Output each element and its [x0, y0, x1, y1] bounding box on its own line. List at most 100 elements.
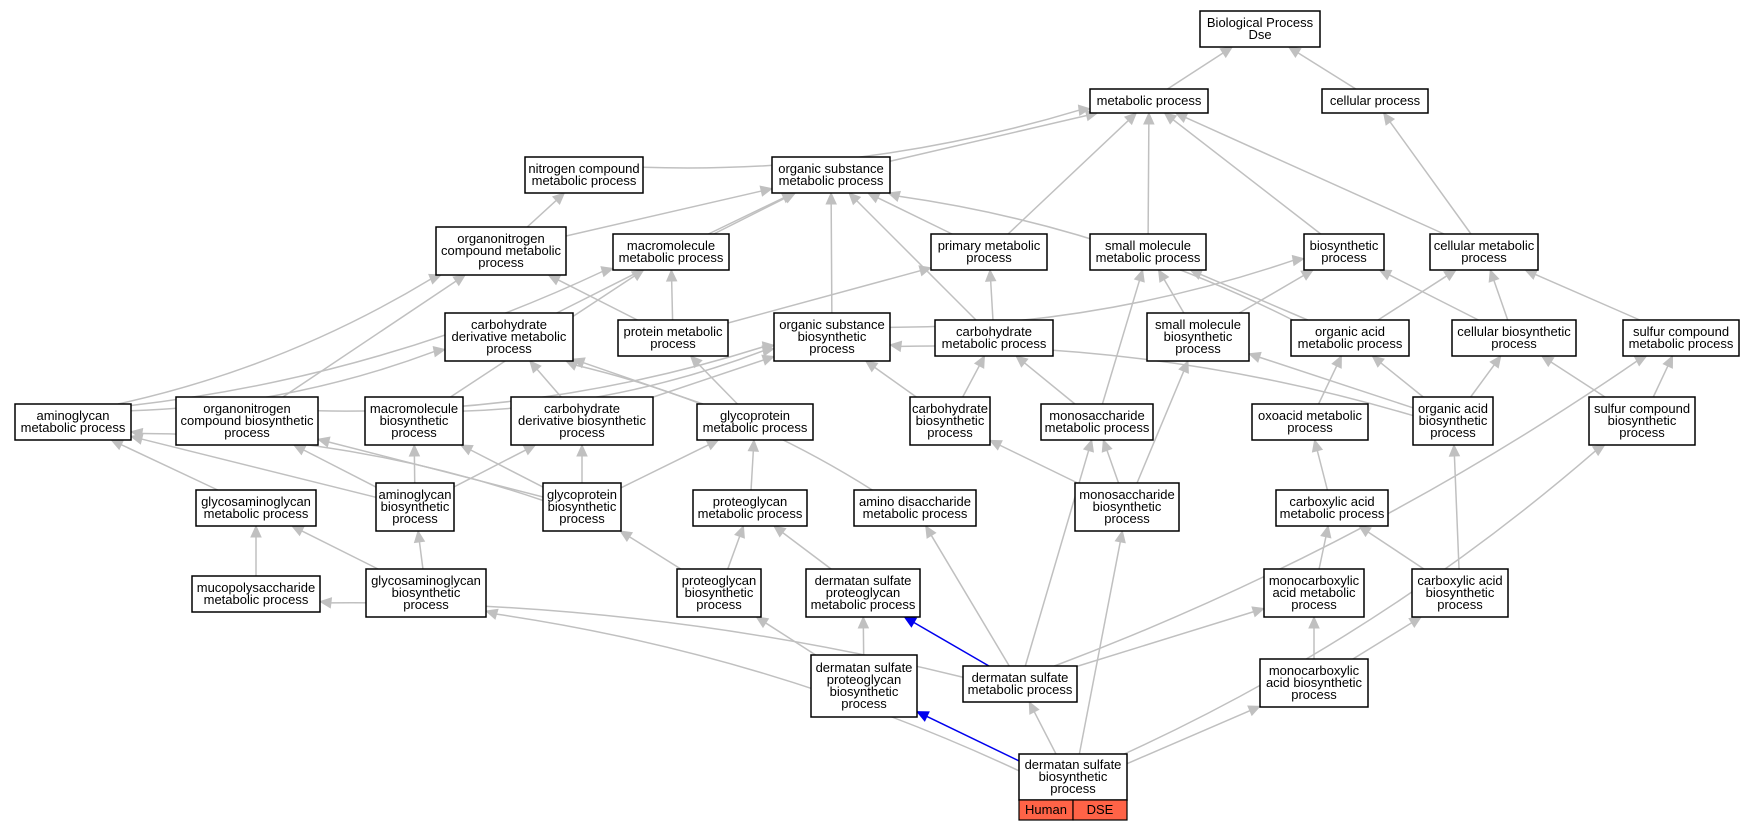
node-box — [364, 396, 464, 446]
arrowhead-ncmp-to-mp — [1077, 104, 1092, 116]
node-label-line: carbohydrate — [956, 324, 1032, 339]
node-box — [810, 654, 918, 718]
node-label-line: carbohydrate — [912, 401, 988, 416]
node-label-line: cellular process — [1330, 93, 1421, 108]
node-label-line: Biological Process — [1207, 15, 1314, 30]
arrowhead-prmp-to-mmp — [665, 268, 678, 282]
node-label-line: metabolic process — [968, 682, 1073, 697]
arrowhead-oxmp-to-oamp — [1331, 354, 1342, 369]
node-label-line: proteoglycan — [682, 573, 756, 588]
node-label-line: process — [927, 425, 973, 440]
node-label-line: process — [392, 511, 438, 526]
arrowhead-scbp-to-cbp — [1540, 355, 1555, 368]
node-box — [1321, 88, 1429, 114]
edge-dsmp-to-scmp — [1054, 360, 1638, 667]
node-label-line: biosynthetic — [1310, 238, 1379, 253]
graph-node-dspgbp[interactable]: dermatan sulfateproteoglycanbiosynthetic… — [810, 654, 918, 718]
arrowhead-osbp-to-bsp — [1291, 254, 1306, 267]
node-box — [510, 396, 654, 446]
node-label-line: metabolic process — [779, 173, 884, 188]
arrowhead-pmp-to-osmp — [866, 192, 881, 204]
node-box — [435, 226, 567, 276]
graph-node-dsbp[interactable]: dermatan sulfatebiosyntheticprocessHuman… — [1018, 753, 1128, 821]
edge-gagbp-to-gagmp — [301, 530, 379, 570]
tag-label-dse: DSE — [1087, 802, 1114, 817]
arrowhead-mp-to-bp — [1219, 46, 1234, 59]
arrowhead-oabp-to-cbp — [1489, 355, 1502, 369]
node-label-line: process — [486, 341, 532, 356]
arrowhead-dspgbp-to-dspgmp — [857, 615, 870, 629]
arrowhead-dsbp-to-scbp — [1591, 444, 1606, 457]
graph-node-cp[interactable]: cellular process — [1321, 88, 1429, 114]
node-label-line: metabolic process — [1045, 420, 1150, 435]
arrowhead-oabp-to-oamp — [1371, 355, 1385, 368]
edge-scmp-to-cmp — [1535, 273, 1641, 321]
node-label-line: carboxylic acid — [1417, 573, 1502, 588]
node-label-line: process — [1291, 597, 1337, 612]
node-label-line: process — [391, 425, 437, 440]
edge-bsp-to-mp — [1172, 119, 1322, 235]
edge-oncmp-to-ncmp — [526, 199, 557, 228]
edge-dspgbp-to-pgbp — [765, 622, 817, 656]
node-label-line: process — [650, 336, 696, 351]
node-box — [1303, 233, 1385, 271]
node-label-line: process — [1104, 511, 1150, 526]
node-label-line: proteoglycan — [826, 585, 900, 600]
node-label-line: metabolic process — [204, 592, 309, 607]
node-label-line: nitrogen compound — [528, 161, 639, 176]
node-label-line: dermatan sulfate — [816, 660, 913, 675]
node-label-line: carboxylic acid — [1289, 494, 1374, 509]
graph-node-mp[interactable]: metabolic process — [1089, 88, 1209, 114]
node-box — [1412, 396, 1494, 446]
node-box — [612, 233, 730, 271]
edge-dsbp-to-scbp — [1123, 450, 1596, 755]
node-label-line: process — [966, 250, 1012, 265]
edge-dsbp-to-dspgbp — [926, 715, 1020, 762]
edge-cdbp-to-cdmp — [536, 368, 562, 398]
node-label-line: small molecule — [1155, 317, 1241, 332]
